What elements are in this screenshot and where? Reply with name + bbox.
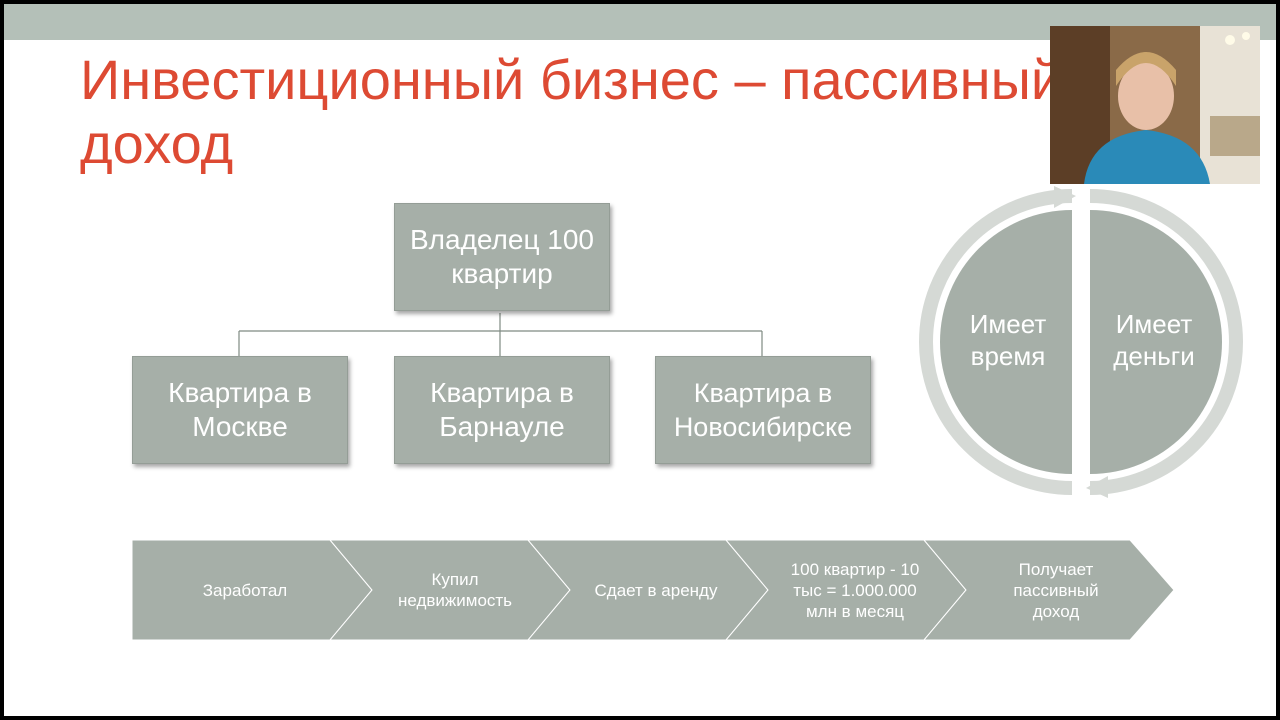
- org-child-box-novosibirsk: Квартира в Новосибирске: [655, 356, 871, 464]
- cycle-left-label: Имеет время: [969, 309, 1047, 371]
- cycle-right-label: Имеет деньги: [1113, 309, 1195, 371]
- presentation-slide: Инвестиционный бизнес – пассивный доход …: [4, 4, 1276, 716]
- chevron-5: [922, 539, 1175, 641]
- cycle-ring-right: [1089, 189, 1243, 495]
- process-step-4: 100 квартир - 10 тыс = 1.000.000 млн в м…: [790, 559, 920, 621]
- webcam-video-person-icon: [1050, 26, 1260, 184]
- time-money-cycle: Имеет время Имеет деньги: [914, 180, 1244, 500]
- process-chevrons: [131, 539, 1175, 641]
- org-root-box: Владелец 100 квартир: [394, 203, 610, 311]
- process-flow: Заработал Купил недвижимость Сдает в аре…: [130, 536, 1190, 644]
- cycle-graphic: [919, 186, 1243, 498]
- process-step-3: Сдает в аренду: [594, 580, 718, 600]
- process-step-1: Заработал: [202, 580, 288, 600]
- cycle-ring-left: [919, 189, 1073, 495]
- process-step-2: Купил недвижимость: [397, 570, 513, 610]
- cycle-half-left: [940, 210, 1072, 474]
- process-step-5: Получает пассивный доход: [1013, 559, 1099, 621]
- cycle-half-right: [1090, 210, 1222, 474]
- org-child-box-moscow: Квартира в Москве: [132, 356, 348, 464]
- cycle-arrowhead-top: [1054, 186, 1076, 208]
- org-child-box-barnaul: Квартира в Барнауле: [394, 356, 610, 464]
- cycle-arrowhead-bottom: [1086, 476, 1108, 498]
- org-chart-connectors: [238, 313, 763, 356]
- slide-title: Инвестиционный бизнес – пассивный доход: [80, 48, 1063, 175]
- webcam-frame: [1050, 26, 1260, 184]
